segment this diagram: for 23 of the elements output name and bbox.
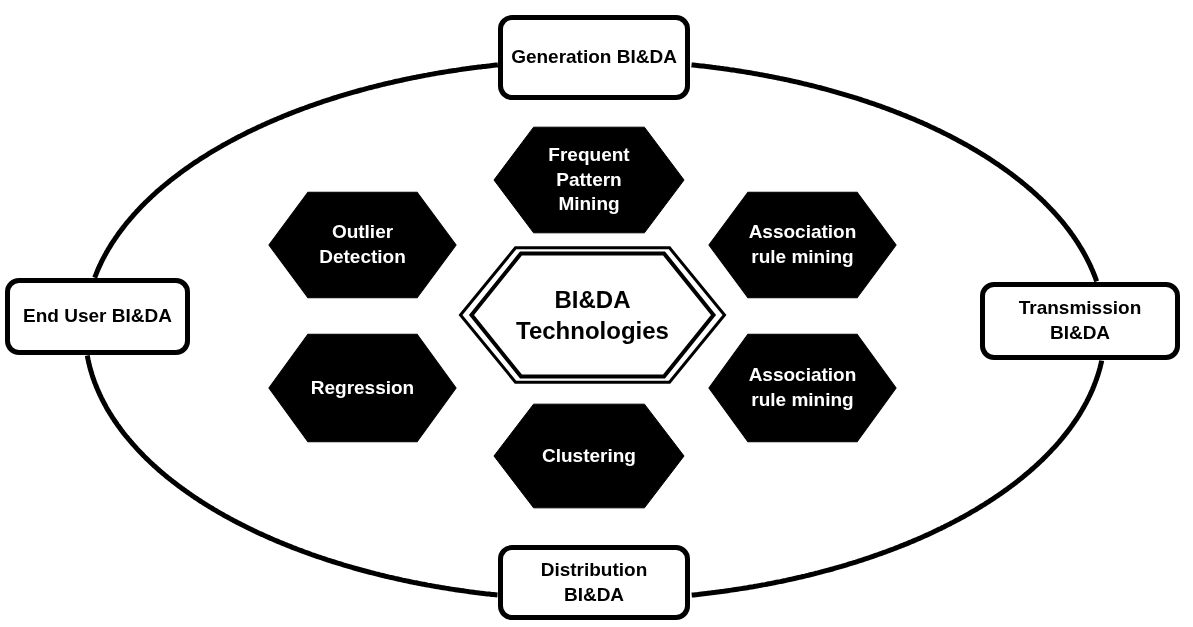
ring-connector <box>690 62 1100 283</box>
node-label: BI&DA Technologies <box>515 284 670 346</box>
node-label: Outlier Detection <box>318 220 407 269</box>
node-label: Distribution BI&DA <box>539 557 649 607</box>
ring-connector <box>92 62 499 280</box>
hexagon <box>705 332 900 444</box>
node-label: Association rule mining <box>747 363 858 412</box>
node-label: Association rule mining <box>747 220 858 269</box>
rounded-box <box>498 545 690 620</box>
rounded-box <box>980 282 1180 360</box>
node-label: Clustering <box>542 443 636 468</box>
node-label: Generation BI&DA <box>511 45 677 70</box>
node-label: Regression <box>310 375 415 400</box>
rounded-box <box>5 278 190 355</box>
node-label: Frequent Pattern Mining <box>547 142 631 217</box>
node-label: End User BI&DA <box>23 304 172 329</box>
ring-connector <box>691 359 1105 598</box>
rounded-box <box>498 15 690 100</box>
hexagon <box>265 332 460 444</box>
hexagon <box>705 190 900 300</box>
hexagon <box>265 190 460 300</box>
ring-connector <box>84 354 498 598</box>
node-label: Transmission BI&DA <box>1017 296 1143 345</box>
